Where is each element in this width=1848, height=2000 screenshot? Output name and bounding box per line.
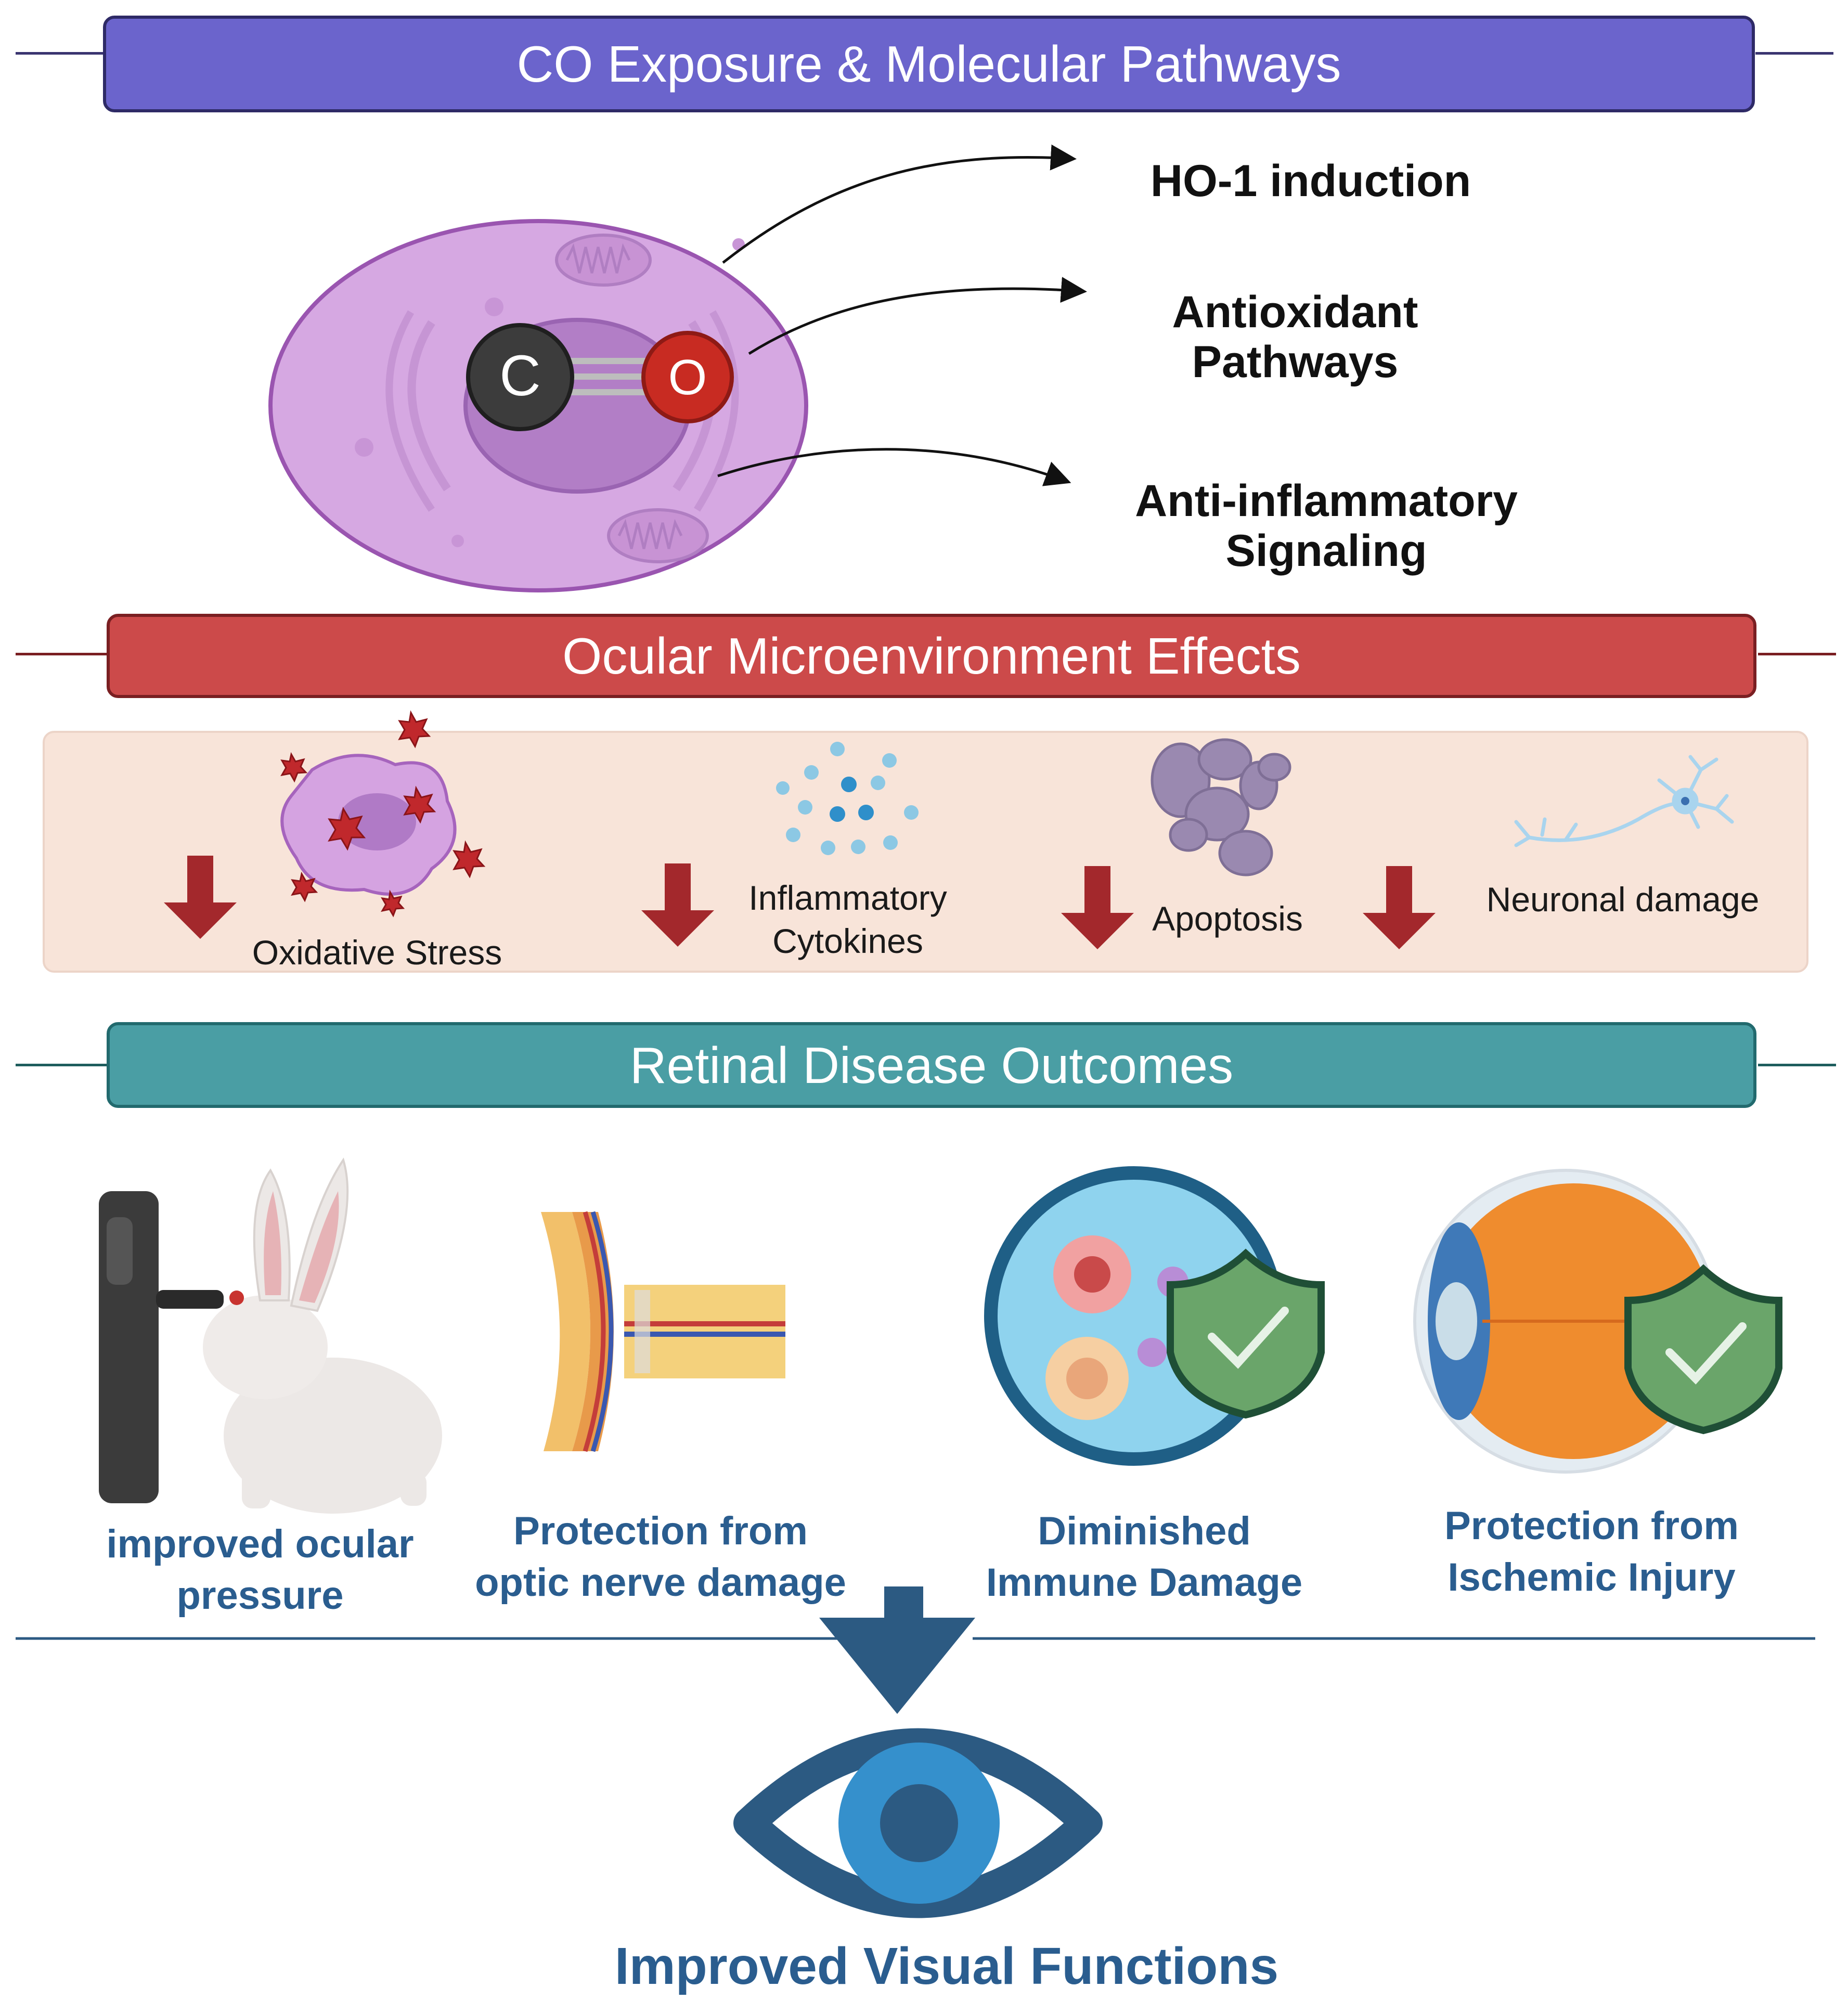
section3-banner: Retinal Disease Outcomes [107,1022,1756,1108]
effect-neuronal-line1: Neuronal damage [1486,880,1760,919]
shield-check-icon-ischemic [1624,1264,1782,1435]
neuron-icon [1514,755,1734,847]
effect-neuronal-damage: Neuronal damage [1462,878,1784,921]
section1-title: CO Exposure & Molecular Pathways [516,35,1341,93]
outcome-optic-nerve-line2: optic nerve damage [475,1560,846,1605]
eye-final-icon [733,1728,1103,1918]
final-outcome-text: Improved Visual Functions [614,1937,1279,1995]
atom-o-label: O [668,350,707,405]
oxidative-stress-icon [280,710,486,918]
outcome-ischemic-line2: Ischemic Injury [1448,1555,1736,1599]
effect-cytokines-line2: Cytokines [772,921,923,960]
arrow-to-ho1 [722,144,1077,264]
down-arrow-apoptosis [1061,866,1134,949]
outcome-optic-nerve-line1: Protection from [513,1509,808,1553]
down-arrow-final [819,1586,975,1714]
section3-line-left [16,1064,109,1066]
mitochondrion-top [555,234,652,287]
outcome-ocular-pressure-line1: improved ocular [106,1522,414,1566]
effect-inflammatory-cytokines: Inflammatory Cytokines [718,876,978,962]
down-arrow-neuronal [1363,866,1436,949]
pathway-antioxidant-line2: Pathways [1192,337,1399,388]
pathway-antiinflammatory-line1: Anti-inflammatory [1135,476,1518,526]
outcome-optic-nerve: Protection from optic nerve damage [458,1506,863,1609]
section2-title: Ocular Microenvironment Effects [562,627,1301,685]
rabbit-tonometer-icon [99,1157,442,1514]
effect-oxidative-stress: Oxidative Stress [229,931,525,974]
atom-c-label: C [499,344,540,408]
apoptosis-icon [1151,738,1291,876]
pathway-antioxidant-label: Antioxidant Pathways [1061,287,1529,388]
arrow-to-antiinflammatory [717,448,1071,486]
pathway-ho1-text: HO-1 induction [1150,156,1471,206]
pathway-antiinflammatory-line2: Signaling [1225,526,1427,576]
final-outcome-label: Improved Visual Functions [520,1932,1373,2000]
effect-apoptosis-line1: Apoptosis [1152,899,1303,938]
section1-banner: CO Exposure & Molecular Pathways [103,16,1755,112]
effect-oxidative-stress-line1: Oxidative Stress [252,933,502,972]
mitochondrion-bottom [607,508,709,563]
outcome-immune-damage: Diminished Immune Damage [962,1506,1326,1609]
pathway-antioxidant-line1: Antioxidant [1172,287,1418,337]
outcome-ischemic-injury: Protection from Ischemic Injury [1404,1501,1779,1604]
pathway-ho1-label: HO-1 induction [1082,156,1540,206]
arrow-to-antioxidant [748,277,1087,355]
down-arrow-cytokines [641,863,714,947]
outcome-immune-line1: Diminished [1038,1509,1251,1553]
outcome-ocular-pressure: improved ocular pressure [78,1519,442,1622]
section3-line-right [1758,1064,1836,1066]
shield-check-icon-immune [1167,1248,1325,1419]
section2-line-right [1758,653,1836,655]
section2-line-left [16,653,109,655]
effect-cytokines-line1: Inflammatory [748,879,947,917]
section1-line-left [16,52,104,55]
cytokines-icon [776,742,919,855]
section1-line-right [1755,52,1833,55]
section3-title: Retinal Disease Outcomes [629,1036,1234,1094]
outcome-ocular-pressure-line2: pressure [176,1573,344,1618]
co-molecule: C O [466,323,734,431]
optic-nerve-icon [541,1211,785,1452]
cell: C O [268,219,808,592]
down-arrow-oxidative [164,856,237,939]
pathway-antiinflammatory-label: Anti-inflammatory Signaling [1051,476,1602,576]
outcome-ischemic-line1: Protection from [1444,1504,1739,1548]
effect-apoptosis: Apoptosis [1134,897,1321,940]
section2-banner: Ocular Microenvironment Effects [107,614,1756,698]
outcome-immune-line2: Immune Damage [986,1560,1303,1605]
